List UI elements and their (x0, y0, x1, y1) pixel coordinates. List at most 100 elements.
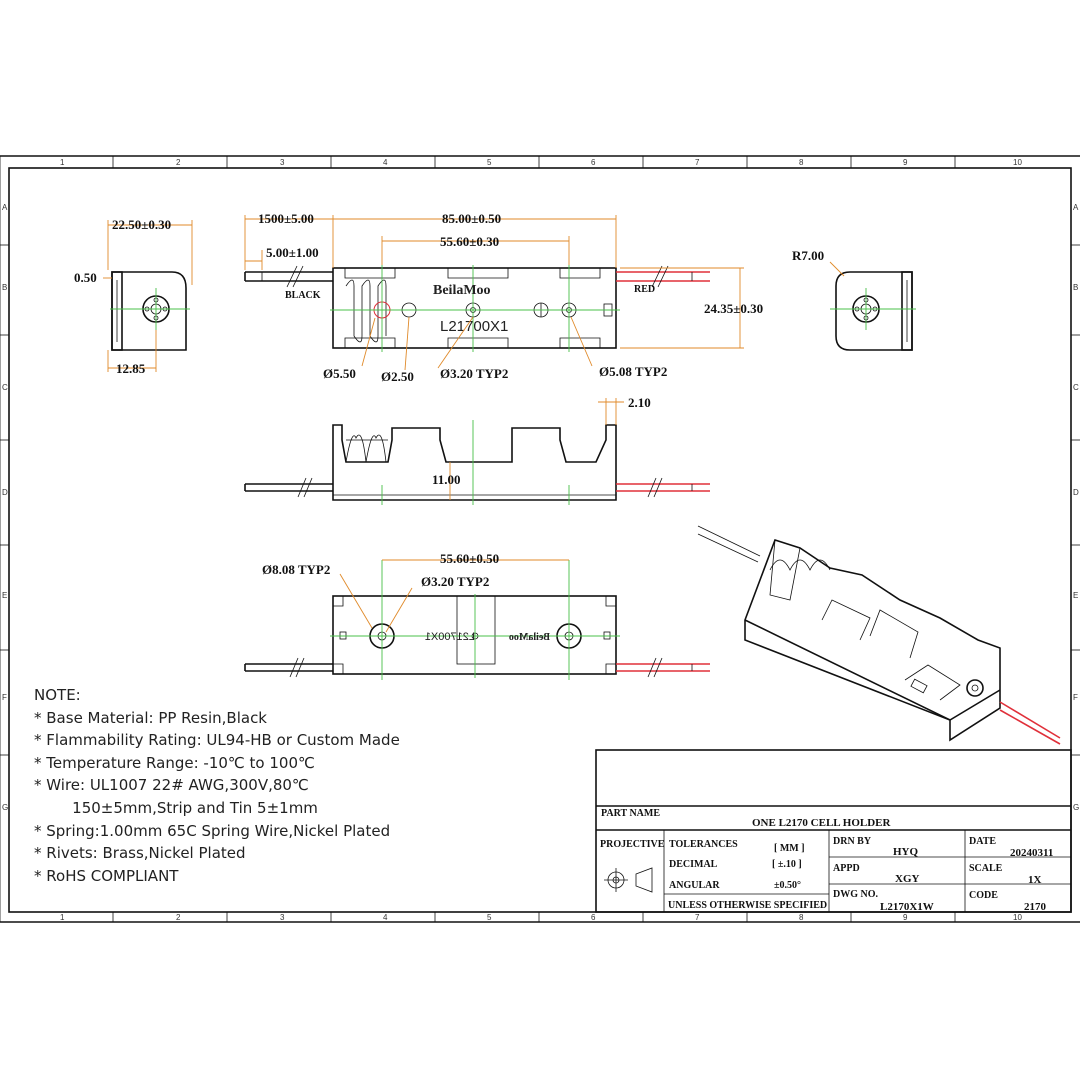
note-item: * Base Material: PP Resin,Black (34, 708, 267, 727)
zone-column-label: 2 (176, 913, 181, 922)
side-view: 2.10 11.00 (244, 395, 710, 505)
dim-wall-left: 0.50 (74, 270, 97, 285)
end-view-left: 22.50±0.30 0.50 12.85 (74, 217, 193, 376)
drawn-by-label: DRN BY (833, 836, 872, 847)
zone-column-label: 10 (1013, 158, 1022, 167)
zone-row-label: G (2, 803, 8, 812)
zone-column-label: 9 (903, 913, 908, 922)
dim-radius: R7.00 (792, 248, 824, 263)
tolerances-label: TOLERANCES (669, 839, 738, 850)
black-wire-label: BLACK (285, 290, 321, 301)
zone-column-label: 10 (1013, 913, 1022, 922)
dim-hole-25: Ø2.50 (381, 369, 414, 384)
zone-row-label: B (1073, 283, 1078, 292)
zone-row-label: F (1073, 693, 1078, 702)
zone-column-label: 5 (487, 913, 492, 922)
zone-column-label: 1 (60, 913, 65, 922)
note-item: * Wire: UL1007 22# AWG,300V,80℃ (34, 776, 309, 795)
date: 20240311 (1010, 847, 1053, 859)
zone-column-label: 8 (799, 913, 804, 922)
dim-length: 85.00±0.50 (442, 211, 501, 226)
zone-column-label: 2 (176, 158, 181, 167)
zone-row-label: E (1073, 591, 1078, 600)
zone-row-label: G (1073, 803, 1079, 812)
zone-row-label: D (1073, 488, 1079, 497)
zone-row-label: C (2, 383, 8, 392)
zone-row-label: E (2, 591, 7, 600)
notes-heading: NOTE: (34, 686, 81, 704)
decimal-label: DECIMAL (669, 859, 718, 870)
dim-hole-55: Ø5.50 (323, 366, 356, 381)
decimal-value: [ ±.10 ] (772, 859, 802, 870)
date-label: DATE (969, 836, 996, 847)
zone-column-label: 6 (591, 913, 596, 922)
angular-value: ±0.50° (774, 880, 801, 891)
dim-wire-length: 1500±5.00 (258, 211, 314, 226)
zone-column-label: 5 (487, 158, 492, 167)
zone-column-label: 4 (383, 913, 388, 922)
bottom-view: L21700X1 BeilaMoo 55.60±0.50 Ø8.08 TYP2 … (244, 551, 710, 680)
projection-symbol (604, 867, 653, 893)
code: 2170 (1024, 901, 1047, 913)
notes-block: NOTE: * Base Material: PP Resin,Black * … (34, 684, 554, 887)
zone-column-label: 7 (695, 913, 700, 922)
approved-label: APPD (833, 863, 860, 874)
zone-row-label: B (2, 283, 7, 292)
dim-hole-spacing-bottom: 55.60±0.50 (440, 551, 499, 566)
end-view-right: R7.00 (792, 248, 916, 351)
dim-height: 24.35±0.30 (704, 301, 763, 316)
note-item: * Flammability Rating: UL94-HB or Custom… (34, 731, 400, 750)
dim-hole-32-bottom: Ø3.20 TYP2 (421, 574, 489, 589)
note-item: 150±5mm,Strip and Tin 5±1mm (34, 798, 318, 817)
red-wire-label: RED (634, 284, 655, 295)
zone-column-label: 4 (383, 158, 388, 167)
note-item: * Temperature Range: -10℃ to 100℃ (34, 753, 315, 772)
dim-hole-spacing-top: 55.60±0.30 (440, 234, 499, 249)
drawing-frame: 1 2 3 4 5 6 7 8 9 10 1 2 3 4 5 6 7 8 9 10 A B C D E F G A B C D E F G (0, 155, 1080, 923)
tolerances-unit: [ MM ] (774, 843, 805, 854)
part-name-label: PART NAME (601, 808, 660, 819)
zone-column-label: 7 (695, 158, 700, 167)
projective-label: PROJECTIVE (600, 839, 665, 850)
dim-width-left: 22.50±0.30 (112, 217, 171, 232)
dwg-no-label: DWG NO. (833, 889, 879, 900)
zone-column-label: 3 (280, 913, 285, 922)
zone-row-label: F (2, 693, 7, 702)
note-item: * Spring:1.00mm 65C Spring Wire,Nickel P… (34, 821, 391, 840)
part-name: ONE L2170 CELL HOLDER (752, 817, 892, 829)
zone-column-label: 8 (799, 158, 804, 167)
title-block: PART NAME ONE L2170 CELL HOLDER PROJECTI… (595, 749, 1072, 913)
zone-row-label: A (1073, 203, 1079, 212)
code-label: CODE (969, 890, 998, 901)
zone-column-label: 1 (60, 158, 65, 167)
approved-by: XGY (895, 873, 920, 885)
dim-hole-32: Ø3.20 TYP2 (440, 366, 508, 381)
zone-row-label: A (2, 203, 8, 212)
drawn-by: HYQ (893, 846, 919, 858)
zone-column-label: 3 (280, 158, 285, 167)
bottom-model-mirrored: L21700X1 (425, 631, 475, 643)
isometric-view (697, 525, 1061, 745)
scale-label: SCALE (969, 863, 1003, 874)
dim-edge: 2.10 (628, 395, 651, 410)
dim-depth: 11.00 (432, 472, 461, 487)
dim-strip: 5.00±1.00 (266, 245, 319, 260)
zone-row-label: D (2, 488, 8, 497)
zone-column-label: 9 (903, 158, 908, 167)
dim-center-left: 12.85 (116, 361, 146, 376)
note-item: * RoHS COMPLIANT (34, 866, 179, 885)
zone-row-label: C (1073, 383, 1079, 392)
bottom-brand-mirrored: BeilaMoo (509, 632, 550, 643)
scale: 1X (1028, 874, 1042, 886)
note-item: * Rivets: Brass,Nickel Plated (34, 844, 246, 863)
top-brand: BeilaMoo (433, 283, 491, 298)
unless-label: UNLESS OTHERWISE SPECIFIED (668, 900, 827, 911)
dim-hole-808: Ø8.08 TYP2 (262, 562, 330, 577)
zone-column-label: 6 (591, 158, 596, 167)
top-model: L21700X1 (440, 318, 508, 335)
dim-hole-508: Ø5.08 TYP2 (599, 364, 667, 379)
dwg-no: L2170X1W (880, 901, 934, 913)
angular-label: ANGULAR (669, 880, 720, 891)
top-view: BeilaMoo L21700X1 BLACK RED 1500±5.00 85… (244, 211, 763, 384)
